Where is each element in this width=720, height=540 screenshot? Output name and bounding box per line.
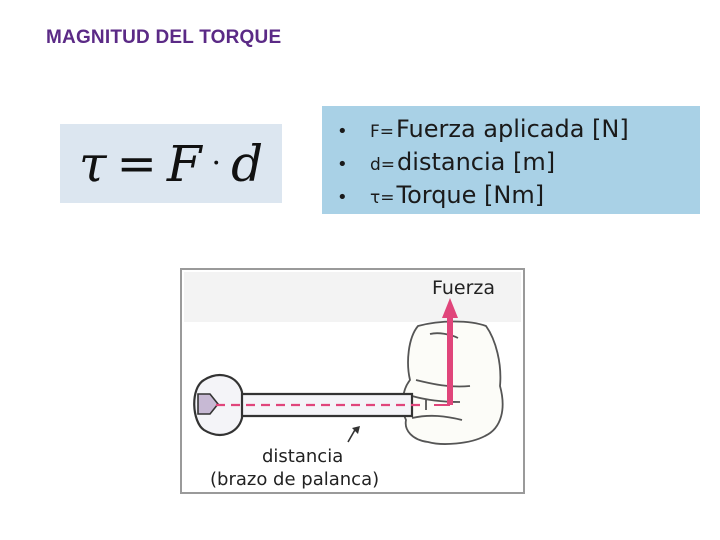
- legend-item-torque: • τ= Torque [Nm]: [337, 181, 700, 214]
- bullet-icon: •: [337, 187, 370, 208]
- force-label: Fuerza: [432, 277, 495, 299]
- legend-symbol: τ=: [370, 188, 394, 208]
- legend-symbol: d=: [370, 155, 395, 175]
- formula-dot: ·: [212, 146, 222, 181]
- legend-list: • F= Fuerza aplicada [N] • d= distancia …: [322, 106, 700, 214]
- legend-item-force: • F= Fuerza aplicada [N]: [337, 115, 700, 148]
- legend-text: Fuerza aplicada [N]: [396, 115, 629, 143]
- legend-text: Torque [Nm]: [396, 181, 544, 209]
- bullet-icon: •: [337, 154, 370, 175]
- lever-arm-label: (brazo de palanca): [210, 469, 379, 490]
- formula-distance: d: [231, 135, 263, 193]
- formula-force: F: [167, 135, 202, 193]
- legend-symbol: F=: [370, 122, 394, 142]
- slide-title: MAGNITUD DEL TORQUE: [46, 27, 281, 49]
- formula-tau: τ: [79, 135, 107, 193]
- legend-item-distance: • d= distancia [m]: [337, 148, 700, 181]
- legend-box: • F= Fuerza aplicada [N] • d= distancia …: [322, 106, 700, 214]
- bullet-icon: •: [337, 121, 370, 142]
- torque-formula: τ = F · d: [79, 135, 263, 193]
- distance-label: distancia: [262, 446, 343, 467]
- formula-box: τ = F · d: [60, 124, 282, 203]
- wrench-illustration: Fuerza distancia (brazo de palanca): [180, 268, 525, 494]
- wrench-figure: Fuerza distancia (brazo de palanca): [180, 268, 525, 494]
- formula-equals: =: [117, 136, 157, 192]
- legend-text: distancia [m]: [397, 148, 555, 176]
